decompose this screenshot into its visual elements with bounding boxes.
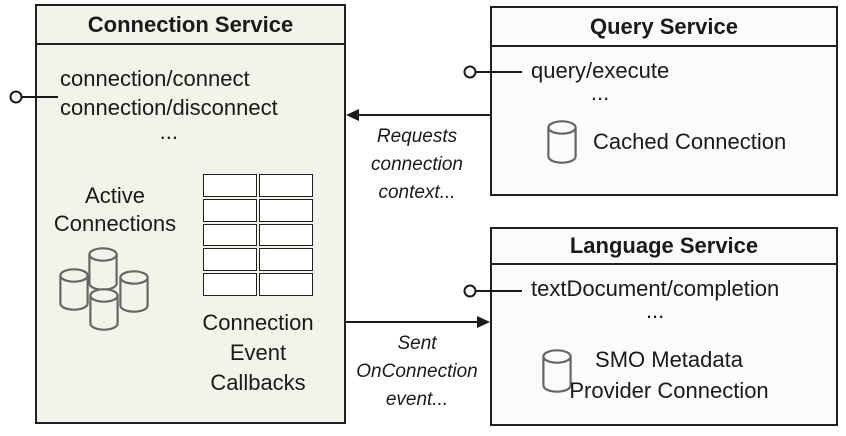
method-query-execute: query/execute xyxy=(531,58,670,83)
method-connection-disconnect: connection/disconnect xyxy=(60,95,278,120)
language-service-box: Language Service textDocument/completion… xyxy=(490,227,838,426)
method-connection-connect: connection/connect xyxy=(60,66,250,91)
database-cylinder xyxy=(88,247,118,291)
table-cell xyxy=(203,248,257,272)
table-cell xyxy=(259,174,313,197)
table-cell xyxy=(203,174,257,197)
requests-connection-context-label: Requests connection context... xyxy=(371,126,463,203)
connection-event-callbacks-label: Connection Event Callbacks xyxy=(202,310,314,395)
active-connections-label: Active Connections xyxy=(53,183,177,236)
database-icon xyxy=(542,349,572,393)
database-icon xyxy=(547,120,577,164)
methods-ellipsis: ... xyxy=(159,119,179,144)
table-cell xyxy=(259,273,313,296)
connection-service-title: Connection Service xyxy=(37,6,344,45)
smo-metadata-connection-label: SMO Metadata Provider Connection xyxy=(569,347,769,403)
query-service-box: Query Service query/execute ... Cached C… xyxy=(490,6,838,196)
query-service-methods: query/execute ... xyxy=(531,58,670,105)
database-cylinder xyxy=(89,288,119,331)
database-cylinder xyxy=(119,270,149,313)
table-cell xyxy=(259,248,313,272)
database-cluster-icon xyxy=(59,247,149,331)
callbacks-table-grid-icon xyxy=(203,174,313,296)
sent-onconnection-event-label: Sent OnConnection event... xyxy=(356,333,478,410)
method-textdocument-completion: textDocument/completion xyxy=(531,276,780,301)
query-service-title: Query Service xyxy=(492,8,836,47)
table-cell xyxy=(203,223,257,247)
cached-connection-label: Cached Connection xyxy=(593,129,787,154)
cached-connection-row: Cached Connection xyxy=(547,120,786,164)
table-cell xyxy=(259,223,313,247)
methods-ellipsis: ... xyxy=(590,80,610,105)
methods-ellipsis: ... xyxy=(645,298,665,323)
connection-service-box: Connection Service connection/connect co… xyxy=(35,4,346,424)
connection-service-methods: connection/connect connection/disconnect… xyxy=(60,64,278,144)
requests-arrow xyxy=(346,109,490,121)
table-cell xyxy=(203,198,257,222)
database-cylinder xyxy=(59,268,89,311)
table-cell xyxy=(259,198,313,222)
sent-arrow xyxy=(346,316,490,328)
language-service-title: Language Service xyxy=(492,229,836,265)
table-cell xyxy=(203,273,257,296)
language-service-methods: textDocument/completion ... xyxy=(531,276,780,323)
